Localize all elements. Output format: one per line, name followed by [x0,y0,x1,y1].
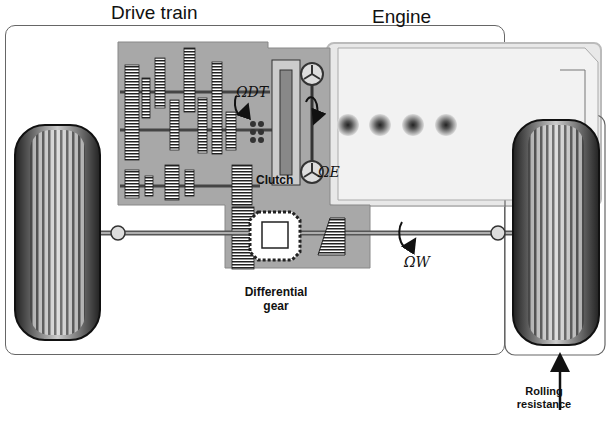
speed-symbol: ΩW [404,254,444,270]
clutch [272,60,323,185]
wheels [15,120,599,345]
box-heading: Drive train [111,2,198,24]
axle [95,226,515,240]
engine-cylinders [337,114,457,136]
speed-symbol: ΩE [318,164,358,180]
part-name: Clutch [256,174,306,188]
differential [250,212,345,260]
wheel-outline [505,115,605,355]
part-name: Differential gear [236,286,316,314]
gears [125,48,254,269]
bearings [250,121,264,143]
box-heading: Engine [372,6,431,28]
rotation-arrows [235,96,412,247]
speed-symbol: ΩDT [236,84,276,100]
force-name: Rolling resistance [512,385,576,410]
